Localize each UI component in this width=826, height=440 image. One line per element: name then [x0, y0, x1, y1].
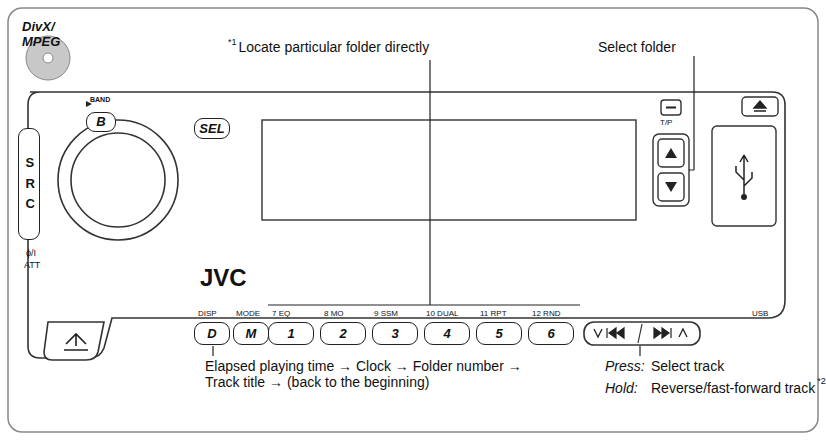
up-chevron — [679, 329, 687, 337]
down-arrow — [665, 182, 677, 192]
button-caption: MODE — [236, 309, 260, 318]
tp-dash — [666, 107, 676, 109]
number-button: 4 — [424, 322, 470, 345]
button-label: B — [96, 115, 105, 129]
logo-text: DivX/ MPEG — [22, 20, 66, 50]
button-caption: DISP — [198, 309, 217, 318]
leader-line — [212, 346, 213, 356]
button-caption: 12 RND — [532, 309, 560, 318]
eject-symbol — [754, 101, 766, 111]
track-rocker — [584, 322, 700, 345]
down-chevron — [594, 329, 602, 337]
callout-text: Press: — [605, 358, 645, 374]
button-caption: 10 DUAL — [426, 309, 458, 318]
outer-frame — [8, 8, 818, 432]
button-caption: BAND — [90, 96, 110, 104]
button-caption: 7 EQ — [272, 309, 290, 318]
detach-button — [44, 322, 104, 360]
button-caption: ϕ/I — [26, 248, 36, 258]
leader-line — [268, 60, 580, 305]
leader-line — [689, 56, 694, 170]
button-caption: 9 SSM — [374, 309, 398, 318]
faceplate — [28, 92, 785, 358]
button-label: 3 — [391, 327, 398, 341]
callout-text: Select folder — [598, 39, 676, 55]
button-label: 1 — [287, 327, 294, 341]
usb-symbol — [736, 155, 752, 195]
volume-knob — [71, 133, 165, 227]
usb-cover — [712, 126, 776, 226]
button-label: 2 — [339, 327, 346, 341]
button-caption: 11 RPT — [480, 309, 507, 318]
up-arrow — [665, 148, 677, 158]
display-window — [262, 120, 636, 220]
source-button: SRC — [18, 128, 40, 240]
brand-logo: JVC — [200, 264, 247, 292]
port-caption: USB — [752, 309, 768, 318]
folder-button-frame — [653, 134, 689, 206]
number-button: 5 — [476, 322, 522, 345]
number-button: 2 — [320, 322, 366, 345]
disp-button: D — [194, 322, 230, 345]
callout-text: Locate particular folder directly — [239, 39, 430, 55]
button-label: SRC — [25, 153, 32, 215]
button-caption: T/P — [660, 118, 672, 127]
button-label: SEL — [199, 122, 224, 136]
button-label: 4 — [443, 327, 450, 341]
footnote-mark: *1 — [228, 37, 237, 47]
folder-down-button — [658, 173, 684, 201]
button-caption: ATT — [24, 260, 40, 270]
eject-button — [742, 97, 778, 116]
callout-text: Elapsed playing time → Clock → Folder nu… — [205, 358, 527, 390]
disc-hole — [43, 53, 53, 63]
button-label: 6 — [547, 327, 554, 341]
button-label: M — [246, 327, 257, 341]
button-caption: 8 MO — [324, 309, 344, 318]
band-button: B — [86, 112, 116, 132]
mode-button: M — [233, 322, 269, 345]
number-button: 3 — [372, 322, 418, 345]
next-symbol — [654, 328, 671, 338]
callout-text: Select track — [651, 358, 724, 374]
footnote-mark: *2 — [817, 376, 826, 386]
detach-symbol — [64, 334, 88, 350]
prev-symbol — [607, 328, 624, 338]
tp-button — [661, 100, 681, 115]
rocker-divider — [638, 324, 642, 343]
button-label: D — [207, 327, 216, 341]
button-label: 5 — [495, 327, 502, 341]
folder-up-button — [658, 139, 684, 167]
number-button: 1 — [268, 322, 314, 345]
number-button: 6 — [528, 322, 574, 345]
callout-text: Hold: — [605, 380, 638, 396]
leader-line — [639, 346, 640, 356]
sel-button: SEL — [194, 118, 230, 139]
volume-knob-ring — [58, 120, 178, 240]
usb-symbol-dot — [741, 194, 747, 200]
callout-text: Reverse/fast-forward track — [651, 380, 815, 396]
